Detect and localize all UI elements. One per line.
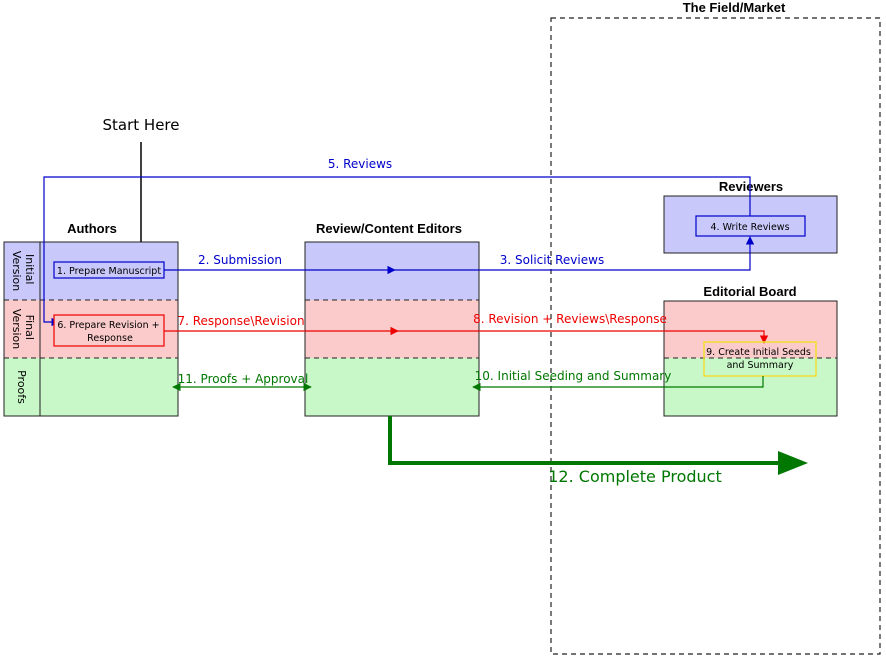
solicit-reviews-arrow: [395, 236, 755, 271]
step9-box[interactable]: [703, 341, 817, 377]
start-here-label: Start Here: [103, 116, 180, 134]
step5-label: 5. Reviews: [328, 157, 392, 171]
row-label-initial: Initial Version: [10, 251, 36, 291]
step11-label: 11. Proofs + Approval: [178, 372, 309, 386]
editors-title: Review/Content Editors: [316, 221, 462, 236]
field-market-region: [550, 17, 881, 655]
reviews-arrow: [43, 176, 751, 327]
step6-box[interactable]: [53, 314, 165, 347]
initial-seeding-arrow: [472, 376, 764, 392]
step10-label: 10. Initial Seeding and Summary: [475, 369, 672, 383]
step6-label: 6. Prepare Revision + Response: [57, 320, 162, 344]
field-market-title: The Field/Market: [683, 0, 786, 15]
step9-label: 9. Create Initial Seeds and Summary: [706, 347, 814, 371]
step8-label: 8. Revision + Reviews\Response: [473, 312, 667, 326]
step3-label: 3. Solicit Reviews: [500, 253, 604, 267]
step1-box[interactable]: [53, 261, 165, 279]
step2-label: 2. Submission: [198, 253, 282, 267]
step1-label: 1. Prepare Manuscript: [57, 266, 161, 277]
step12-label: 12. Complete Product: [548, 467, 721, 486]
row-label-final: Final Version: [10, 309, 36, 349]
authors-title: Authors: [67, 221, 117, 236]
step4-box[interactable]: [695, 215, 806, 237]
board-block: [663, 300, 838, 417]
revision-reviews-arrow: [398, 330, 769, 344]
complete-product-line: [388, 416, 780, 465]
step7-label: 7. Response\Revision: [177, 314, 304, 328]
reviewers-title: Reviewers: [719, 179, 783, 194]
step4-label: 4. Write Reviews: [710, 222, 789, 233]
row-label-proofs: Proofs: [15, 370, 28, 404]
complete-product-arrowhead: [778, 451, 808, 475]
board-title: Editorial Board: [703, 284, 796, 299]
editors-block: [304, 241, 480, 417]
